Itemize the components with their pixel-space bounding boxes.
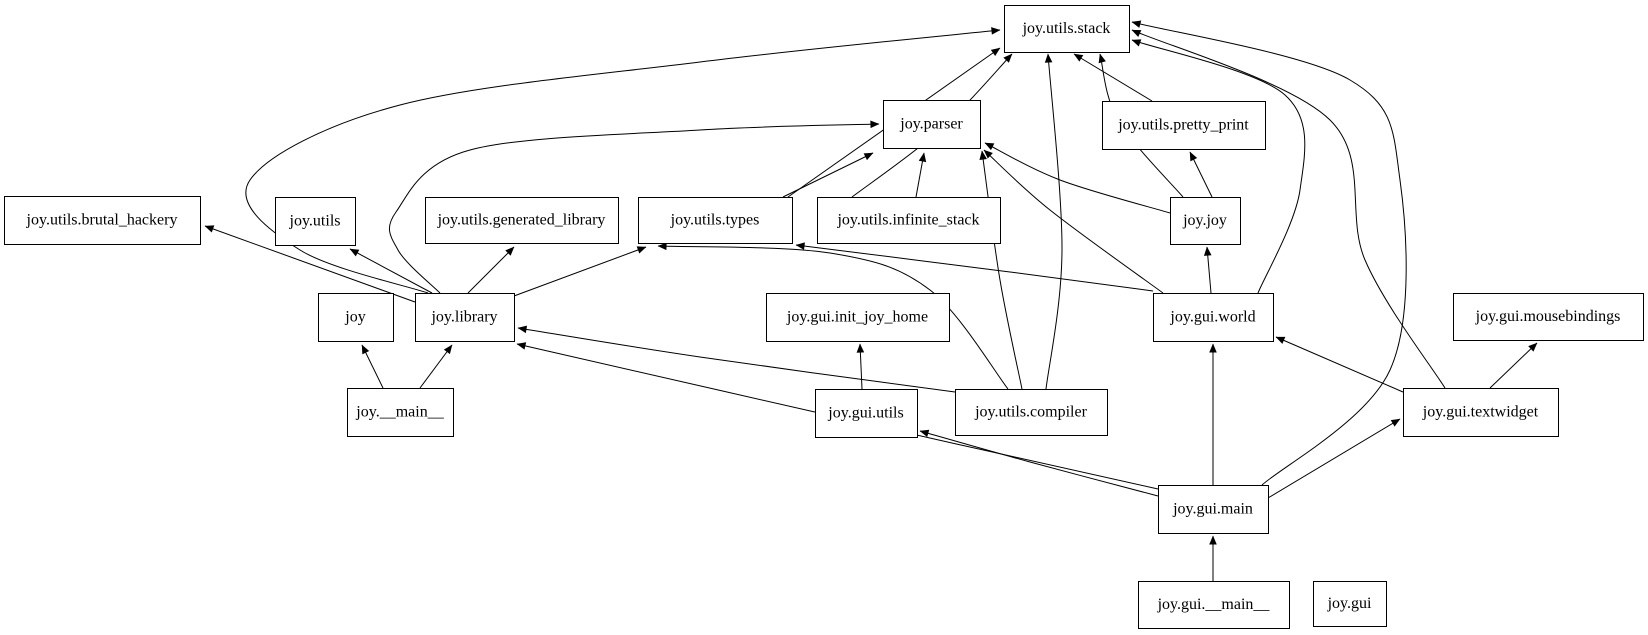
node-compiler: joy.utils.compiler	[955, 389, 1108, 436]
node-box-gui_main_	[1138, 581, 1290, 629]
node-box-mousebindings	[1453, 293, 1644, 341]
node-box-init_joy_home	[766, 293, 950, 342]
node-infinite_stack: joy.utils.infinite_stack	[817, 197, 1001, 244]
node-mousebindings: joy.gui.mousebindings	[1453, 293, 1644, 341]
edge-compiler-to-stack	[1044, 53, 1063, 390]
edge-textwidget-to-world	[1275, 336, 1404, 393]
edge-textwidget-to-mousebindings	[1489, 342, 1538, 389]
node-label-types: joy.utils.types	[670, 212, 760, 229]
edge-main_-to-library	[419, 344, 453, 389]
node-main_: joy.__main__	[347, 388, 454, 437]
node-label-utils: joy.utils	[289, 213, 341, 230]
node-library: joy.library	[415, 293, 515, 342]
edge-library-to-stack	[245, 27, 1001, 294]
edge-library-to-parser	[388, 120, 880, 294]
node-brutal_hackery: joy.utils.brutal_hackery	[4, 196, 201, 245]
node-box-joyjoy	[1170, 197, 1241, 245]
node-label-library: joy.library	[430, 309, 497, 326]
node-textwidget: joy.gui.textwidget	[1403, 388, 1559, 437]
node-label-generated_library: joy.utils.generated_library	[437, 212, 606, 229]
node-label-stack: joy.utils.stack	[1022, 20, 1111, 37]
node-label-pretty_print: joy.utils.pretty_print	[1117, 117, 1249, 134]
node-box-world	[1153, 293, 1274, 342]
node-stack: joy.utils.stack	[1004, 5, 1130, 53]
node-label-main_: joy.__main__	[355, 404, 444, 421]
node-joy: joy	[318, 293, 394, 342]
node-box-utils	[275, 197, 356, 246]
edge-joyjoy-to-pretty_print	[1189, 151, 1213, 198]
node-label-gui_main: joy.gui.main	[1172, 501, 1253, 518]
node-box-gui_main	[1158, 485, 1269, 534]
edge-world-to-types	[795, 242, 1154, 292]
node-box-stack	[1004, 5, 1130, 53]
node-label-gui_utils: joy.gui.utils	[827, 405, 903, 422]
node-pretty_print: joy.utils.pretty_print	[1102, 101, 1266, 150]
edge-library-to-types	[513, 246, 647, 297]
node-label-textwidget: joy.gui.textwidget	[1422, 404, 1539, 421]
node-label-parser: joy.parser	[899, 116, 963, 133]
edge-world-to-stack	[1131, 39, 1306, 294]
edge-compiler-to-parser	[979, 150, 1023, 390]
node-label-brutal_hackery: joy.utils.brutal_hackery	[26, 212, 178, 229]
node-box-compiler	[955, 389, 1108, 436]
node-box-joy	[318, 293, 394, 342]
node-label-infinite_stack: joy.utils.infinite_stack	[836, 212, 979, 229]
edge-gui_utils-to-init_joy_home	[856, 343, 865, 390]
node-label-compiler: joy.utils.compiler	[974, 404, 1088, 421]
node-box-types	[638, 197, 793, 244]
node-gui_main: joy.gui.main	[1158, 485, 1269, 534]
node-box-main_	[347, 388, 454, 437]
node-parser: joy.parser	[883, 100, 981, 149]
edge-compiler-to-types	[657, 242, 1009, 390]
node-label-mousebindings: joy.gui.mousebindings	[1475, 308, 1621, 325]
node-box-gui_utils	[815, 389, 918, 438]
edge-world-to-joyjoy	[1203, 246, 1212, 294]
node-utils: joy.utils	[275, 197, 356, 246]
edge-library-to-utils	[349, 248, 433, 294]
node-box-library	[415, 293, 515, 342]
edge-infinite_stack-to-parser	[915, 152, 927, 198]
node-gui_main_: joy.gui.__main__	[1138, 581, 1290, 629]
edge-gui_main-to-gui_utils	[919, 429, 1159, 497]
edge-library-to-generated_library	[467, 246, 515, 294]
node-box-pretty_print	[1102, 101, 1266, 150]
node-world: joy.gui.world	[1153, 293, 1274, 342]
edge-world-to-parser	[983, 149, 1164, 294]
edge-gui_main-to-textwidget	[1267, 418, 1401, 499]
edge-joyjoy-to-parser	[984, 142, 1171, 214]
edge-textwidget-to-stack	[1131, 29, 1446, 389]
edge-main_-to-joy	[361, 344, 384, 389]
node-label-gui_main_: joy.gui.__main__	[1157, 596, 1271, 613]
node-label-gui: joy.gui	[1327, 595, 1372, 612]
node-types: joy.utils.types	[638, 197, 793, 244]
node-box-gui	[1313, 581, 1387, 627]
node-box-generated_library	[425, 197, 619, 244]
node-label-joy: joy	[344, 309, 365, 326]
node-label-world: joy.gui.world	[1169, 309, 1255, 326]
edge-compiler-to-library	[517, 325, 956, 393]
node-box-parser	[883, 100, 981, 149]
node-gui_utils: joy.gui.utils	[815, 389, 918, 438]
node-generated_library: joy.utils.generated_library	[425, 197, 619, 244]
node-label-init_joy_home: joy.gui.init_joy_home	[786, 309, 928, 326]
edge-gui_main-to-stack	[1131, 20, 1407, 486]
node-label-joyjoy: joy.joy	[1182, 212, 1227, 229]
edge-library-to-brutal_hackery	[204, 225, 416, 303]
node-box-infinite_stack	[817, 197, 1001, 244]
edge-pretty_print-to-stack	[1073, 53, 1153, 102]
node-init_joy_home: joy.gui.init_joy_home	[766, 293, 950, 342]
edge-types-to-parser	[782, 152, 874, 198]
node-joyjoy: joy.joy	[1170, 197, 1241, 245]
node-box-brutal_hackery	[4, 196, 201, 245]
node-gui: joy.gui	[1313, 581, 1387, 627]
node-box-textwidget	[1403, 388, 1559, 437]
